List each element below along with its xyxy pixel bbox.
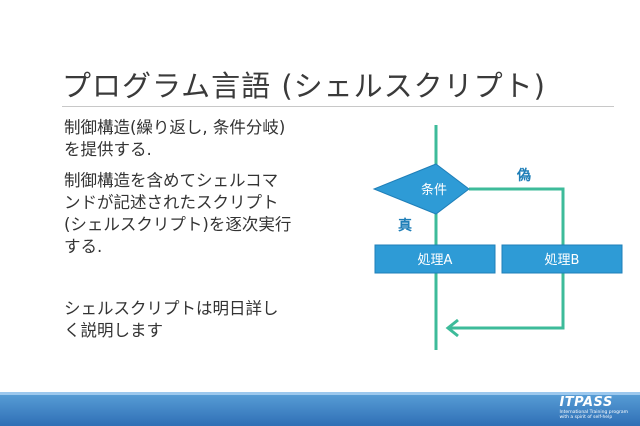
logo-subtext: with a spirit of self-help bbox=[559, 415, 613, 420]
process-a-box bbox=[374, 244, 496, 274]
paragraph-tomorrow-note: シェルスクリプトは明日詳し く説明します bbox=[64, 298, 279, 342]
itpass-logo: ITPASS International Training program wi… bbox=[559, 395, 628, 421]
paragraph-line: く説明します bbox=[64, 321, 163, 340]
paragraph-line: シェルスクリプトは明日詳し bbox=[64, 299, 279, 318]
title-divider bbox=[62, 106, 614, 107]
false-label: 偽 bbox=[516, 167, 531, 184]
paragraph-control-structures: 制御構造(繰り返し, 条件分岐) を提供する. bbox=[64, 117, 285, 161]
paragraph-line: する. bbox=[64, 237, 103, 256]
paragraph-line: (シェルスクリプト)を逐次実行 bbox=[64, 215, 292, 234]
footer-stripe bbox=[0, 392, 640, 395]
true-label: 真 bbox=[398, 217, 412, 234]
condition-label: 条件 bbox=[421, 182, 447, 198]
paragraph-shell-script: 制御構造を含めてシェルコマ ンドが記述されたスクリプト (シェルスクリプト)を逐… bbox=[64, 170, 291, 258]
paragraph-line: ンドが記述されたスクリプト bbox=[64, 193, 279, 212]
paragraph-line: 制御構造(繰り返し, 条件分岐) bbox=[64, 118, 286, 137]
process-b-box bbox=[501, 244, 623, 274]
process-b-label: 処理B bbox=[545, 253, 580, 268]
logo-text: ITPASS bbox=[559, 395, 613, 410]
paragraph-line: 制御構造を含めてシェルコマ bbox=[64, 171, 279, 190]
process-a-label: 処理A bbox=[418, 253, 453, 268]
condition-diamond bbox=[372, 163, 470, 215]
paragraph-line: を提供する. bbox=[64, 140, 152, 159]
slide-title: プログラム言語 (シェルスクリプト) bbox=[62, 69, 546, 103]
logo-subtext: International Training program bbox=[559, 410, 628, 415]
arrowhead-icon bbox=[445, 318, 459, 338]
footer-bar: ITPASS International Training program wi… bbox=[0, 392, 640, 426]
